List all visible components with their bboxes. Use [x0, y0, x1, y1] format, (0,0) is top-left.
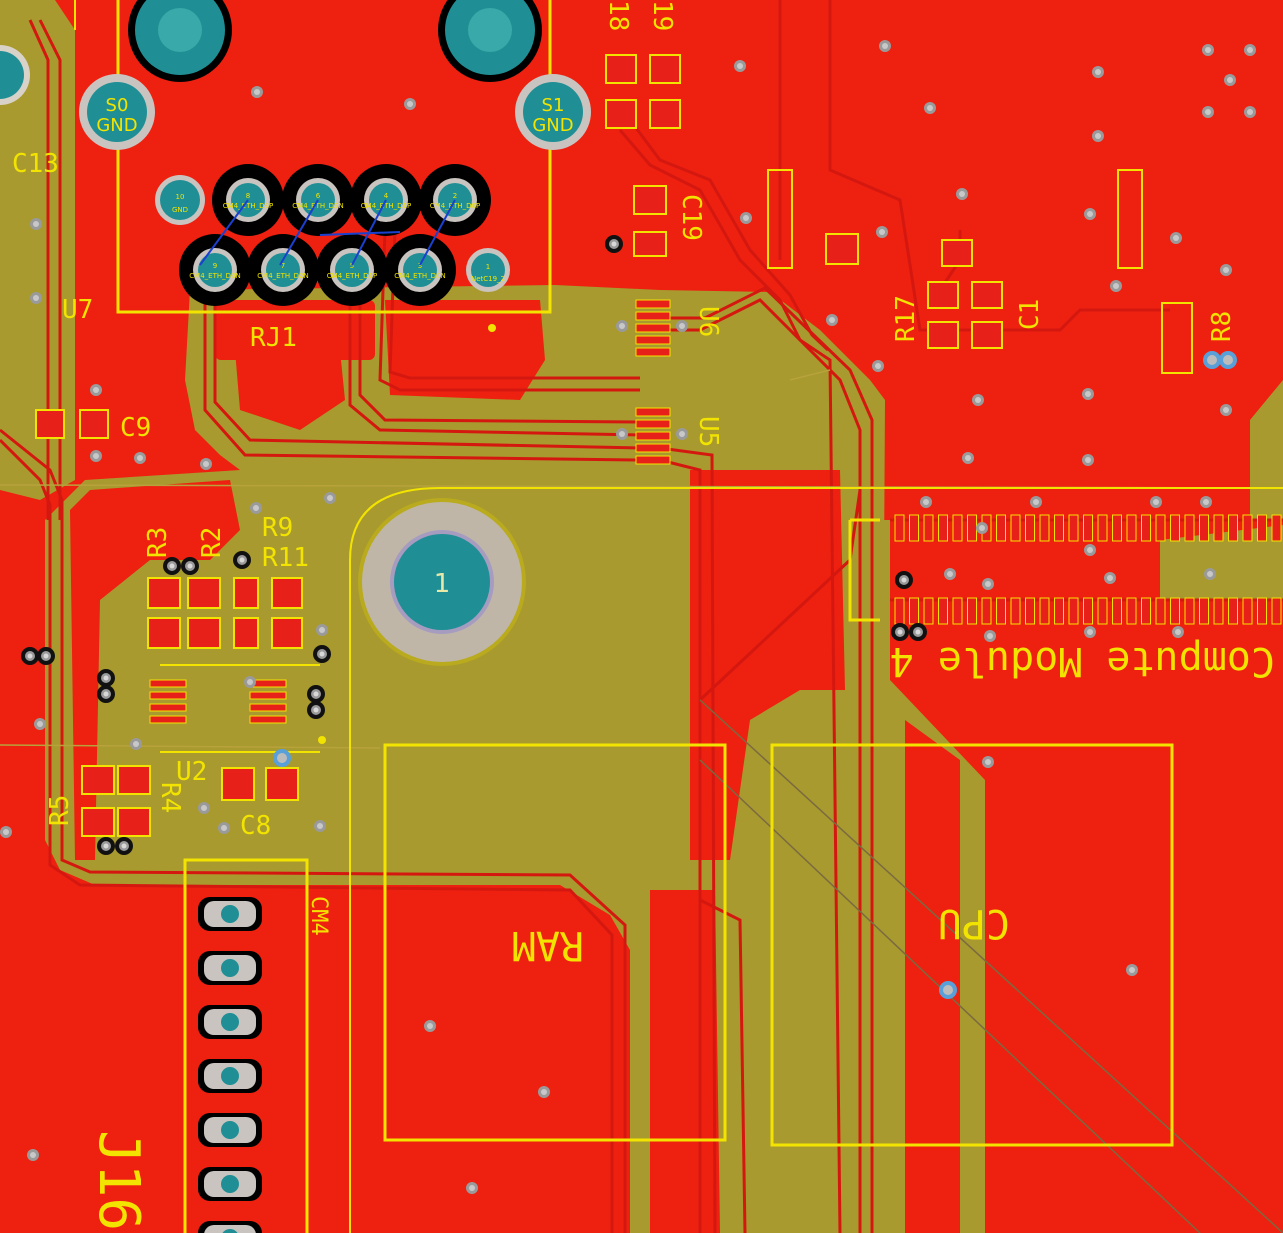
label-r2: R2: [197, 527, 227, 558]
rj-top-pin-number: 2: [453, 192, 457, 200]
label-c19: C19: [676, 194, 706, 241]
label-r18: 18: [603, 0, 633, 31]
label-c13: C13: [12, 149, 59, 179]
label-cpu: CPU: [938, 900, 1010, 946]
label-cm4: CM4: [306, 896, 331, 936]
compute-module-connector-pads: [894, 514, 1282, 625]
label-r9: R9: [262, 513, 293, 543]
s0-label: S0: [106, 95, 129, 116]
rj-top-pin-number: 6: [316, 192, 321, 200]
rj-bottom-pin-number: 5: [350, 262, 354, 270]
label-rj1: RJ1: [250, 323, 297, 353]
label-r8: R8: [1207, 311, 1237, 342]
cm4-connector-pads: [198, 897, 262, 1233]
fine-pitch-pads: [149, 299, 671, 724]
rj-bottom-pin-number: 7: [281, 262, 285, 270]
rj-bottom-pin-net: CM4_ETH_D0N: [394, 272, 445, 280]
label-r19: 19: [647, 0, 677, 31]
silkscreen-outlines: [74, 0, 1283, 1233]
label-c9: C9: [120, 413, 151, 443]
rj-pin1-net: NetC19_2: [471, 275, 505, 283]
s0-gnd-label: GND: [96, 115, 137, 136]
rj-pin10-number: 10: [176, 193, 185, 201]
smd-pads: [35, 54, 1003, 837]
rj-pin10-net: GND: [172, 206, 188, 214]
mount-hole-label: 1: [434, 569, 451, 599]
vias: [0, 40, 1256, 1194]
label-r11: R11: [262, 543, 309, 573]
label-r4: R4: [155, 782, 185, 813]
label-u5: U5: [693, 416, 723, 447]
label-c1: C1: [1015, 299, 1045, 330]
label-c8: C8: [240, 811, 271, 841]
rj-bottom-pin-number: 9: [213, 262, 217, 270]
label-u2: U2: [176, 757, 207, 787]
mounting-holes: [0, 0, 542, 105]
rj-top-pin-number: 8: [246, 192, 250, 200]
label-u7: U7: [62, 295, 93, 325]
label-r3: R3: [143, 527, 173, 558]
rj-bottom-pin-net: CM4_ETH_D3N: [189, 272, 240, 280]
s1-label: S1: [542, 95, 565, 116]
label-j16: J16: [86, 1130, 151, 1231]
bottom-layer-traces: [199, 199, 456, 266]
label-compute-module: Compute Module 4: [890, 638, 1275, 684]
rj-top-pin-net: CM4_ETH_D3P: [223, 202, 273, 210]
rj-top-pin-net: CM4_ETH_D2N: [292, 202, 343, 210]
s1-gnd-label: GND: [532, 115, 573, 136]
rj-top-pin-number: 4: [384, 192, 389, 200]
rj-pin1-number: 1: [486, 263, 490, 271]
label-u6: U6: [693, 306, 723, 337]
rj-top-pin-net: CM4_ETH_D0P: [430, 202, 480, 210]
pour-cutouts: [70, 300, 960, 1233]
rj-top-pin-net: CM4_ETH_D1P: [361, 202, 411, 210]
rj-bottom-pin-net: CM4_ETH_D2N: [257, 272, 308, 280]
label-ram: RAM: [512, 922, 584, 968]
rj-bottom-pin-net: CM4_ETH_D1P: [327, 272, 377, 280]
mount-hole-1: [358, 498, 526, 666]
label-r5: R5: [45, 795, 75, 826]
shield-gnd-pads: [79, 74, 591, 150]
rj-bottom-pin-number: 3: [418, 262, 422, 270]
pin1-markers: [318, 324, 496, 744]
label-r17: R17: [891, 295, 921, 342]
